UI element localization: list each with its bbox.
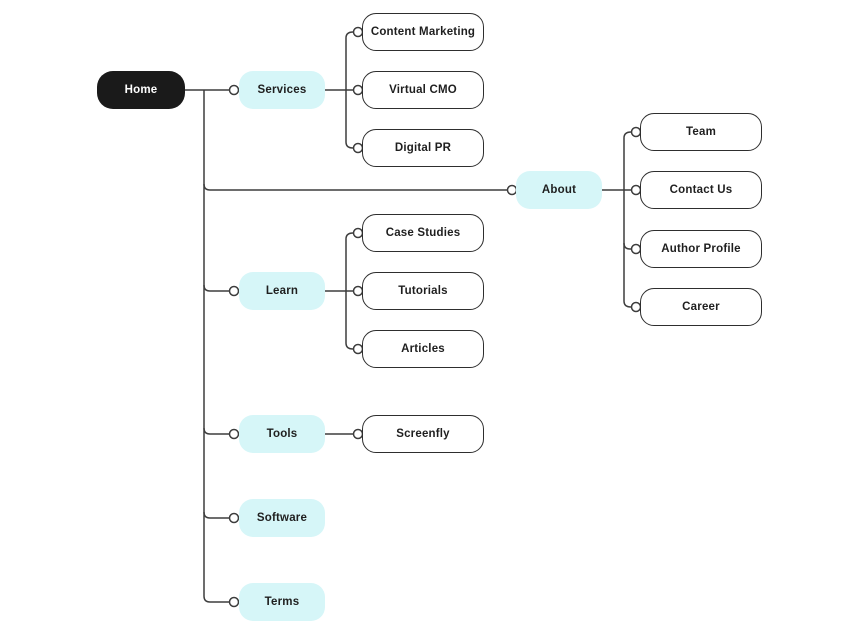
connector-path	[203, 90, 229, 603]
connector-path	[203, 183, 507, 191]
node-tools[interactable]: Tools	[239, 415, 325, 453]
connector-path	[345, 31, 354, 149]
connector-path	[345, 232, 354, 350]
node-team[interactable]: Team	[640, 113, 762, 151]
node-services[interactable]: Services	[239, 71, 325, 109]
node-articles[interactable]: Articles	[362, 330, 484, 368]
node-case-studies[interactable]: Case Studies	[362, 214, 484, 252]
connector-dot	[228, 285, 240, 297]
connector-path	[623, 242, 631, 250]
node-tutorials[interactable]: Tutorials	[362, 272, 484, 310]
connector-dot	[228, 512, 240, 524]
node-software[interactable]: Software	[239, 499, 325, 537]
node-content-marketing[interactable]: Content Marketing	[362, 13, 484, 51]
connector-path	[623, 131, 632, 308]
connector-path	[203, 427, 229, 435]
node-home[interactable]: Home	[97, 71, 185, 109]
connector-dot	[228, 84, 240, 96]
node-career[interactable]: Career	[640, 288, 762, 326]
node-terms[interactable]: Terms	[239, 583, 325, 621]
node-virtual-cmo[interactable]: Virtual CMO	[362, 71, 484, 109]
connector-dot	[228, 596, 240, 608]
node-contact-us[interactable]: Contact Us	[640, 171, 762, 209]
node-author-profile[interactable]: Author Profile	[640, 230, 762, 268]
connector-path	[203, 511, 229, 519]
node-screenfly[interactable]: Screenfly	[362, 415, 484, 453]
connector-dot	[228, 428, 240, 440]
connector-path	[203, 284, 229, 292]
node-about[interactable]: About	[516, 171, 602, 209]
node-digital-pr[interactable]: Digital PR	[362, 129, 484, 167]
node-learn[interactable]: Learn	[239, 272, 325, 310]
